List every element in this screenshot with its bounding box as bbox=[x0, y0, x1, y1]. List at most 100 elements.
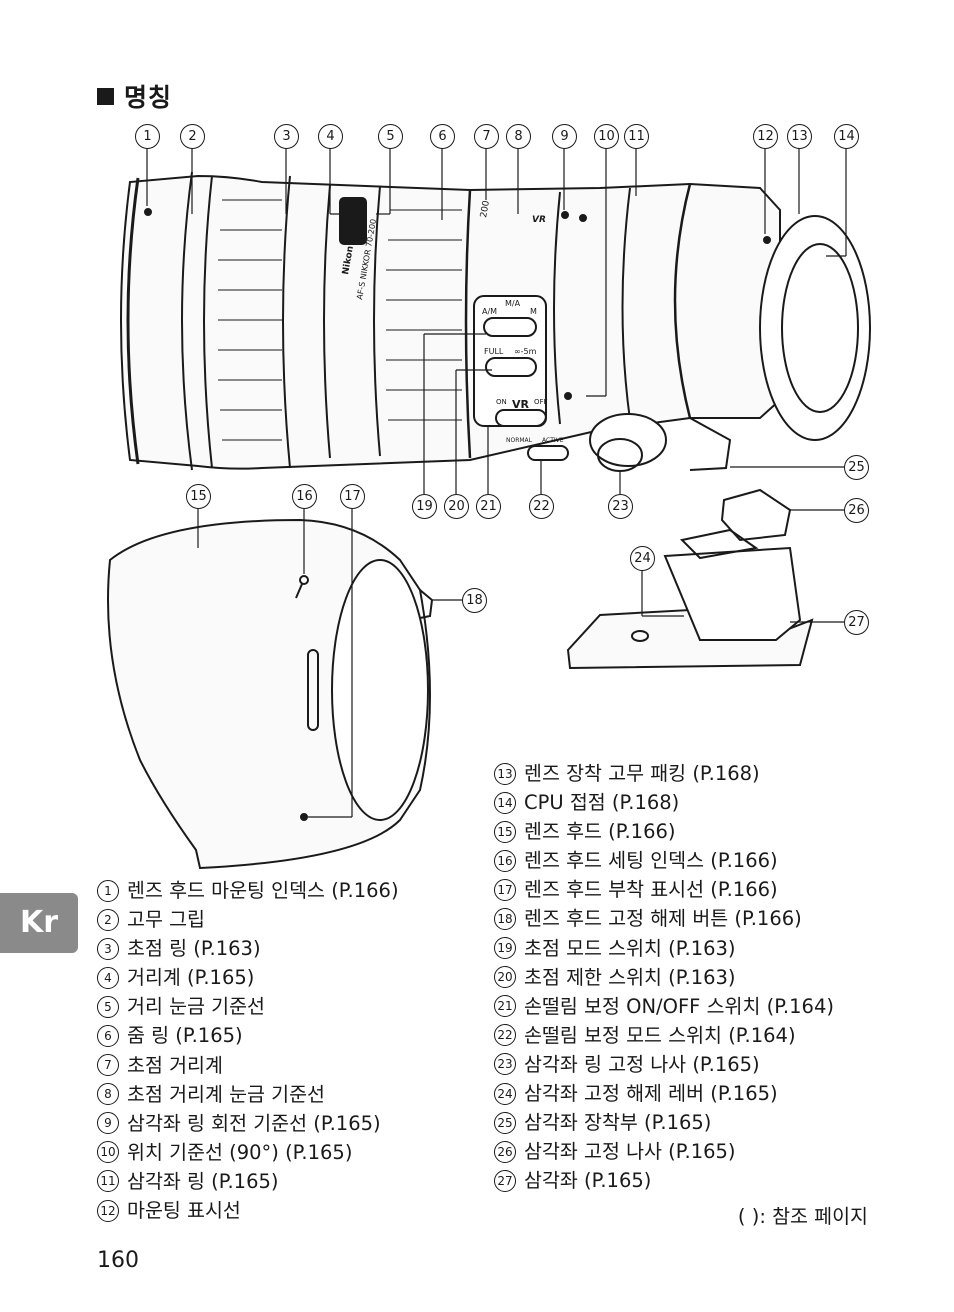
item-label: 삼각좌 고정 해제 레버 (P.165) bbox=[524, 1082, 778, 1106]
list-item: 7 초점 거리계 bbox=[97, 1051, 399, 1080]
lens-brand-text: Nikon bbox=[341, 245, 356, 275]
item-number: 26 bbox=[494, 1140, 516, 1163]
page-title: 명칭 bbox=[97, 78, 172, 114]
lens-vr-logo: VR bbox=[532, 215, 546, 225]
item-label: 위치 기준선 (90°) (P.165) bbox=[127, 1140, 353, 1164]
list-item: 24 삼각좌 고정 해제 레버 (P.165) bbox=[494, 1079, 834, 1108]
item-number: 16 bbox=[494, 849, 516, 872]
item-label: 렌즈 후드 부착 표시선 (P.166) bbox=[524, 878, 778, 902]
callout-14: 14 bbox=[834, 124, 859, 149]
item-label: 렌즈 후드 (P.166) bbox=[524, 820, 676, 844]
callout-27: 27 bbox=[844, 610, 869, 635]
callout-12: 12 bbox=[753, 124, 778, 149]
callout-17: 17 bbox=[340, 484, 365, 509]
item-number: 23 bbox=[494, 1053, 516, 1076]
item-number: 2 bbox=[97, 908, 119, 931]
language-tab: Kr bbox=[0, 893, 78, 953]
switch-am-text: A/M bbox=[482, 307, 497, 316]
item-number: 22 bbox=[494, 1024, 516, 1047]
reference-note: ( ): 참조 페이지 bbox=[737, 1205, 868, 1228]
item-label: 삼각좌 장착부 (P.165) bbox=[524, 1111, 712, 1135]
item-number: 18 bbox=[494, 908, 516, 931]
item-number: 17 bbox=[494, 878, 516, 901]
item-label: 렌즈 후드 마운팅 인덱스 (P.166) bbox=[127, 879, 399, 902]
item-label: 렌즈 장착 고무 패킹 (P.168) bbox=[524, 762, 760, 785]
square-bullet-icon bbox=[97, 88, 114, 105]
item-number: 10 bbox=[97, 1141, 119, 1164]
lens-illustration: Nikon AF-S NIKKOR 70-200 200 VR A/M M/A … bbox=[107, 148, 871, 870]
page-number: 160 bbox=[97, 1248, 139, 1273]
lens-hood bbox=[107, 518, 434, 870]
item-number: 7 bbox=[97, 1054, 119, 1077]
item-label: 초점 링 (P.163) bbox=[127, 937, 261, 961]
switch-on-text: ON bbox=[496, 398, 507, 406]
callout-13: 13 bbox=[787, 124, 812, 149]
list-item: 15 렌즈 후드 (P.166) bbox=[494, 817, 834, 846]
item-number: 24 bbox=[494, 1082, 516, 1105]
item-number: 12 bbox=[97, 1199, 119, 1222]
switch-range-text: ∞-5m bbox=[514, 347, 537, 356]
callout-16: 16 bbox=[292, 484, 317, 509]
callout-3: 3 bbox=[274, 124, 299, 149]
callout-18: 18 bbox=[462, 588, 487, 613]
callout-5: 5 bbox=[378, 124, 403, 149]
callout-11: 11 bbox=[624, 124, 649, 149]
list-item: 10 위치 기준선 (90°) (P.165) bbox=[97, 1138, 399, 1167]
item-label: 줌 링 (P.165) bbox=[127, 1024, 243, 1048]
item-number: 8 bbox=[97, 1083, 119, 1106]
item-number: 4 bbox=[97, 966, 119, 989]
callout-23: 23 bbox=[608, 494, 633, 519]
callout-4: 4 bbox=[318, 124, 343, 149]
item-label: 삼각좌 링 고정 나사 (P.165) bbox=[524, 1052, 760, 1076]
list-item: 18 렌즈 후드 고정 해제 버튼 (P.166) bbox=[494, 904, 834, 933]
focus-ring-ribs bbox=[218, 199, 462, 441]
item-number: 15 bbox=[494, 820, 516, 843]
item-label: 렌즈 후드 세팅 인덱스 (P.166) bbox=[524, 849, 778, 873]
callout-7: 7 bbox=[474, 124, 499, 149]
item-label: 손떨림 보정 ON/OFF 스위치 (P.164) bbox=[524, 994, 834, 1018]
switch-off-text: OFF bbox=[534, 398, 548, 406]
callout-1: 1 bbox=[135, 124, 160, 149]
page-title-text: 명칭 bbox=[124, 83, 173, 112]
callout-9: 9 bbox=[552, 124, 577, 149]
item-label: 거리 눈금 기준선 bbox=[127, 995, 265, 1019]
item-label: 삼각좌 링 회전 기준선 (P.165) bbox=[127, 1111, 381, 1135]
callout-24: 24 bbox=[630, 546, 655, 571]
item-number: 21 bbox=[494, 995, 516, 1018]
item-label: 초점 거리계 눈금 기준선 bbox=[127, 1082, 325, 1106]
item-label: 초점 거리계 bbox=[127, 1053, 223, 1077]
callout-25: 25 bbox=[844, 455, 869, 480]
item-number: 19 bbox=[494, 937, 516, 960]
item-label: 고무 그립 bbox=[127, 908, 205, 932]
item-label: CPU 접점 (P.168) bbox=[524, 791, 680, 815]
item-number: 11 bbox=[97, 1170, 119, 1193]
callout-19: 19 bbox=[412, 494, 437, 519]
list-item: 8 초점 거리계 눈금 기준선 bbox=[97, 1080, 399, 1109]
list-item: 17 렌즈 후드 부착 표시선 (P.166) bbox=[494, 875, 834, 904]
callout-21: 21 bbox=[476, 494, 501, 519]
item-label: 렌즈 후드 고정 해제 버튼 (P.166) bbox=[524, 907, 802, 931]
lens-body bbox=[120, 171, 871, 472]
switch-full-text: FULL bbox=[484, 347, 504, 356]
item-number: 27 bbox=[494, 1169, 516, 1192]
switch-ma-text: M/A bbox=[505, 299, 521, 308]
callout-2: 2 bbox=[180, 124, 205, 149]
callout-26: 26 bbox=[844, 498, 869, 523]
item-number: 20 bbox=[494, 966, 516, 989]
list-item: 21 손떨림 보정 ON/OFF 스위치 (P.164) bbox=[494, 992, 834, 1021]
tripod-foot bbox=[566, 488, 814, 670]
item-label: 초점 제한 스위치 (P.163) bbox=[524, 965, 736, 989]
